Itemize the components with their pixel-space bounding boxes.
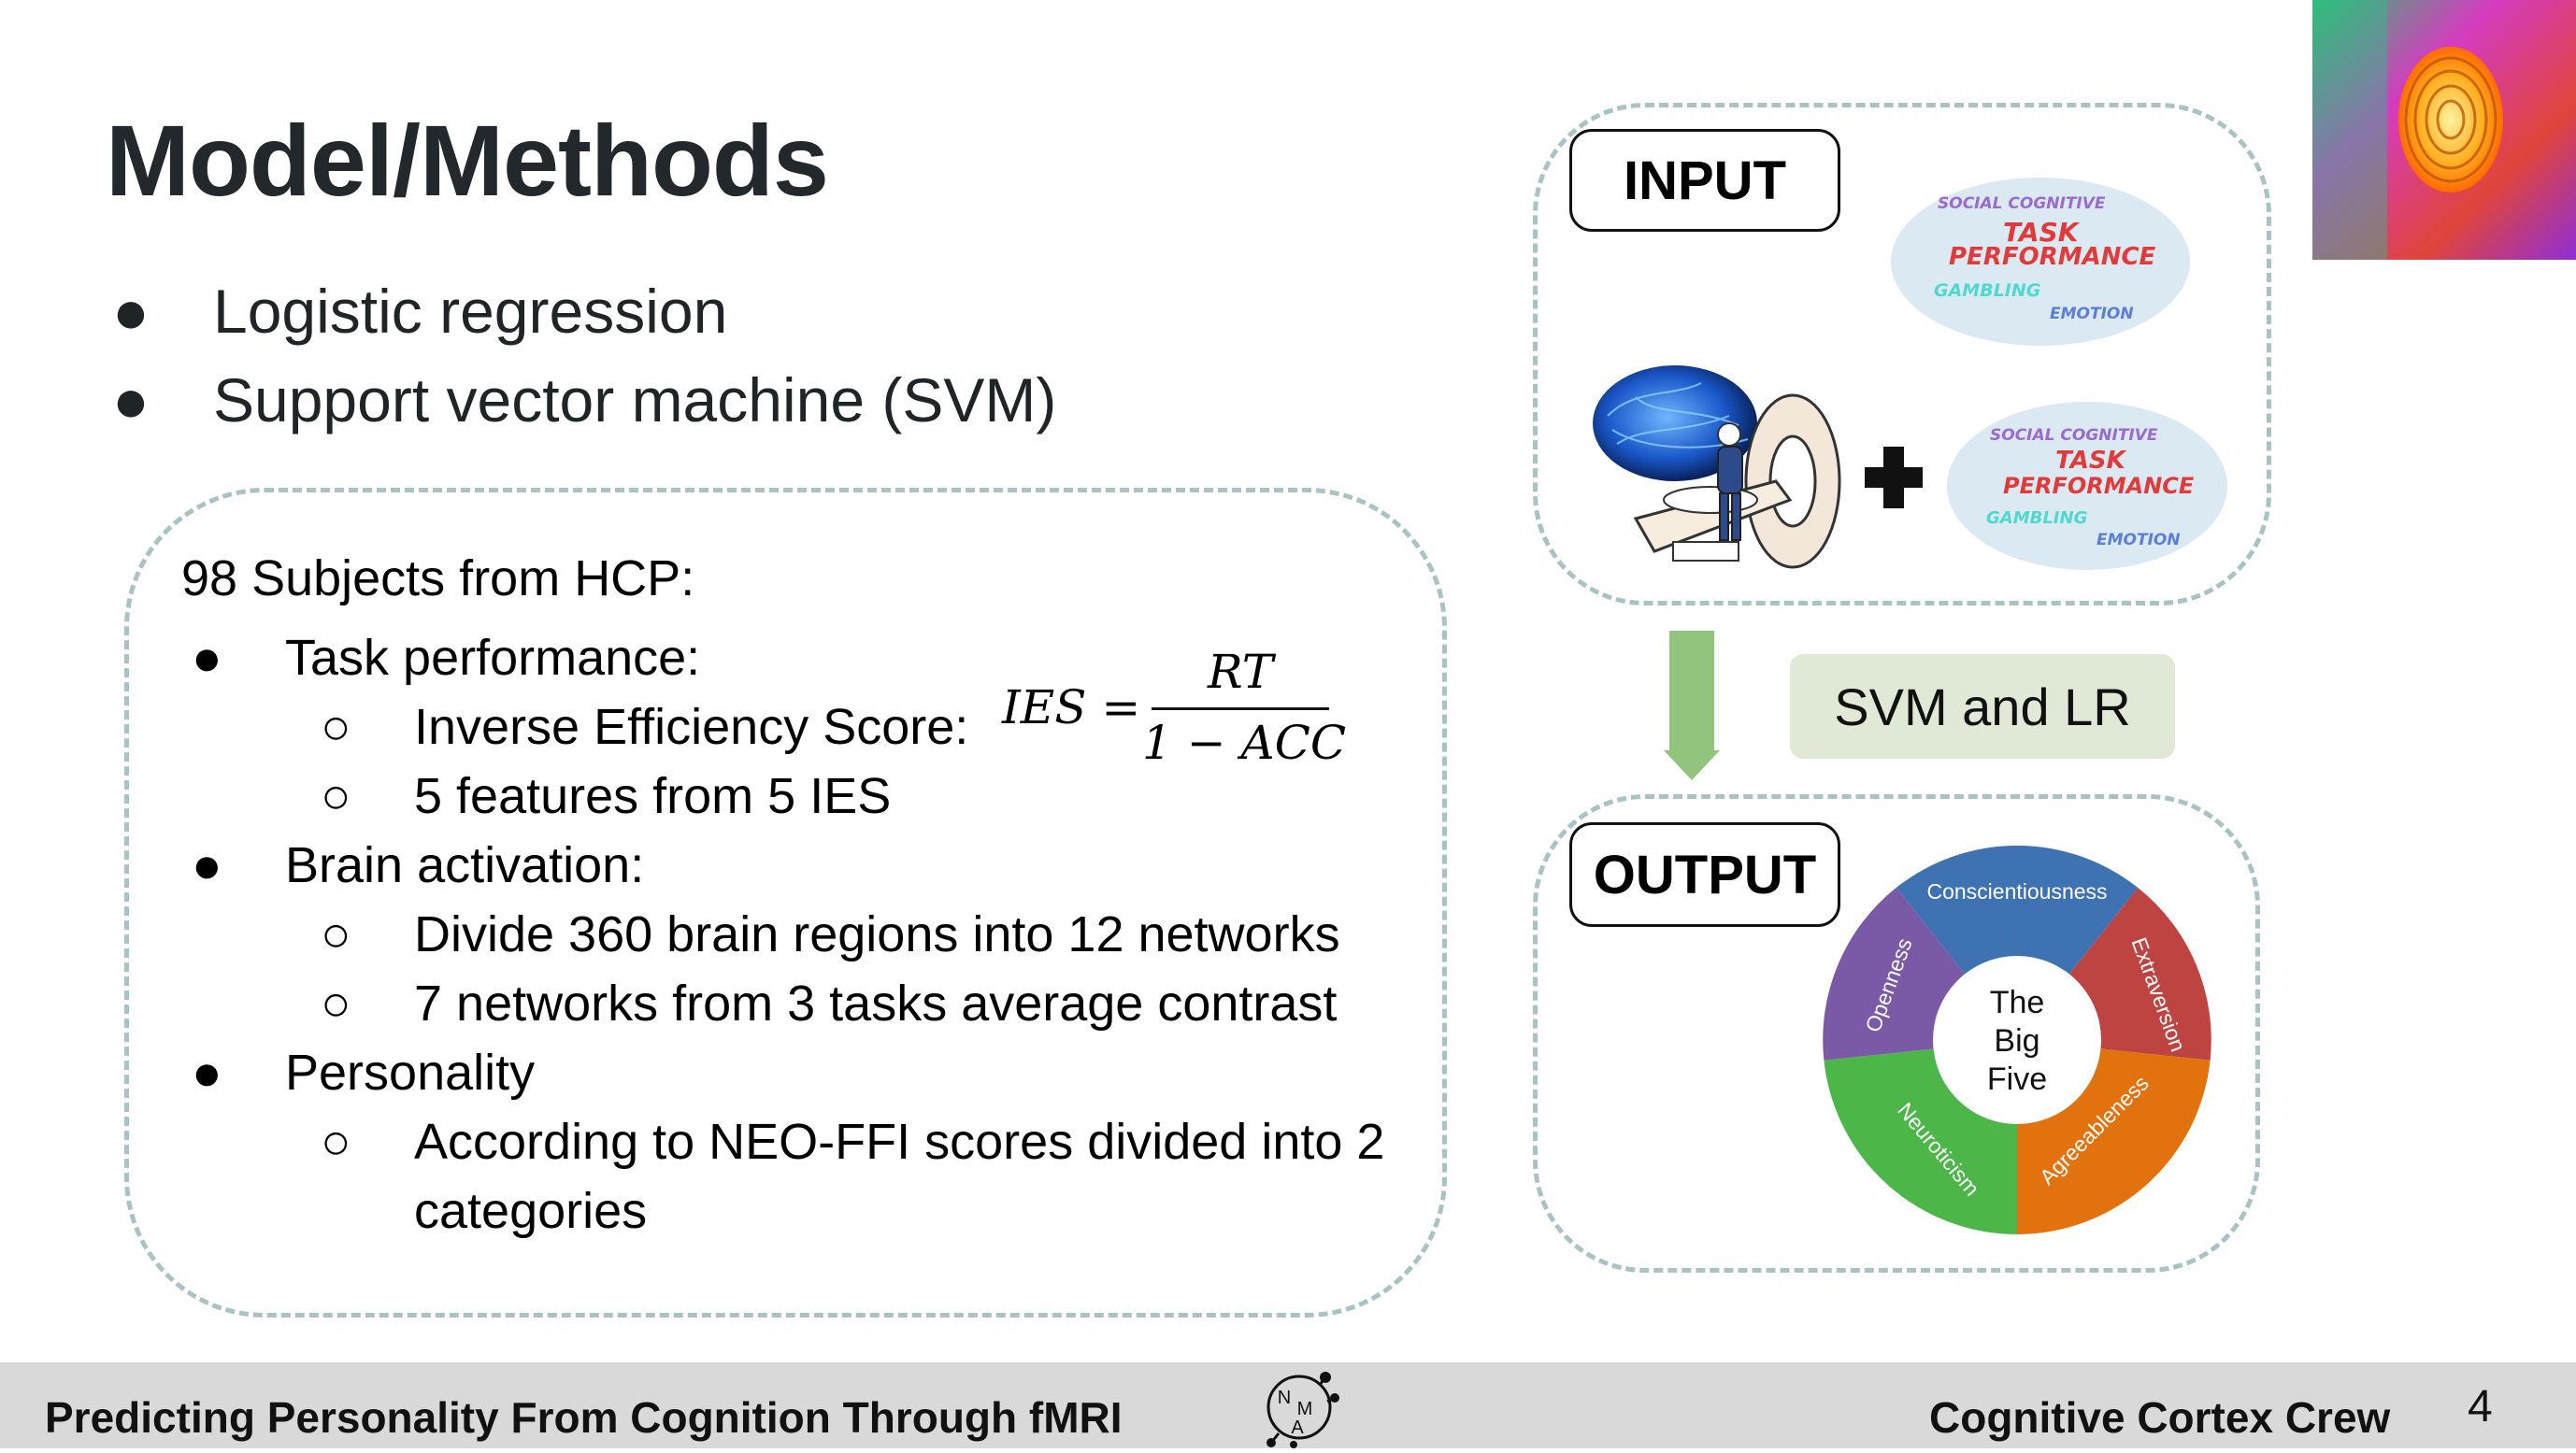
nma-logo-letter-m: M	[1297, 1399, 1313, 1419]
item-neo-ffi: According to NEO-FFI scores divided into…	[414, 1114, 1385, 1170]
item-ies: Inverse Efficiency Score:	[414, 699, 969, 755]
data-heading: 98 Subjects from HCP:	[181, 550, 695, 606]
item-divide-regions: Divide 360 brain regions into 12 network…	[414, 906, 1340, 962]
wheel-center-line-3: Five	[1987, 1061, 2047, 1097]
item-marker: ●	[192, 1045, 222, 1101]
nma-logo: N M A	[1252, 1364, 1346, 1448]
slide-title: Model/Methods	[106, 104, 829, 217]
method-label: SVM and LR	[1790, 654, 2175, 759]
item-marker: ●	[192, 630, 222, 686]
page-number: 4	[2468, 1382, 2493, 1432]
brain-mri-illustration	[1589, 360, 1869, 575]
item-task-performance: Task performance:	[285, 630, 701, 686]
bullet-text: Logistic regression	[213, 277, 728, 346]
data-description-box	[124, 488, 1447, 1318]
formula-numerator: RT	[1207, 645, 1274, 699]
cloud-task: TASK	[2055, 447, 2125, 475]
item-7-networks: 7 networks from 3 tasks average contrast	[414, 976, 1338, 1032]
wheel-center-line-1: The	[1990, 985, 2045, 1020]
cloud-emotion: EMOTION	[2050, 305, 2134, 323]
item-personality: Personality	[285, 1045, 536, 1101]
plus-icon	[1865, 447, 1923, 508]
item-marker: ○	[321, 906, 351, 962]
wheel-segment-conscientiousness	[1896, 845, 2139, 1040]
item-brain-activation: Brain activation:	[285, 837, 645, 893]
item-marker: ○	[321, 699, 351, 755]
input-panel	[1533, 103, 2271, 605]
down-arrow-icon	[1664, 631, 1720, 780]
nma-logo-letter-a: A	[1291, 1417, 1304, 1438]
cloud-social: SOCIAL COGNITIVE	[1938, 194, 2106, 213]
cloud-performance: PERFORMANCE	[1949, 243, 2156, 271]
item-marker: ●	[192, 837, 222, 893]
item-marker: ○	[321, 976, 351, 1032]
formula-denominator: 1 − ACC	[1142, 716, 1347, 770]
item-marker: ○	[321, 1114, 351, 1170]
task-performance-cloud: SOCIAL COGNITIVE TASK PERFORMANCE GAMBLI…	[1891, 178, 2190, 346]
cloud-gambling: GAMBLING	[1934, 280, 2041, 301]
input-label: INPUT	[1569, 129, 1840, 232]
bullet-marker: ●	[112, 365, 150, 434]
nma-logo-letter-n: N	[1278, 1388, 1291, 1408]
footer-bar	[0, 1362, 2576, 1448]
bullet-logistic-regression: ● Logistic regression	[112, 280, 953, 346]
formula-lhs: IES =	[1002, 680, 1141, 734]
output-panel	[1533, 794, 2260, 1273]
item-5-features: 5 features from 5 IES	[414, 768, 892, 824]
bullet-svm: ● Support vector machine (SVM)	[112, 369, 1140, 434]
task-performance-cloud-2: SOCIAL COGNITIVE TASK PERFORMANCE GAMBLI…	[1947, 402, 2227, 570]
bullet-marker: ●	[112, 277, 150, 346]
cloud-task: TASK	[2003, 217, 2079, 248]
cloud-gambling: GAMBLING	[1986, 508, 2088, 528]
formula-fraction-bar	[1152, 707, 1329, 710]
big-five-wheel: Conscientiousness Extraversion Agreeable…	[1823, 845, 2211, 1234]
cloud-performance: PERFORMANCE	[2003, 473, 2195, 499]
cloud-emotion: EMOTION	[2097, 531, 2181, 549]
wheel-label-conscientiousness: Conscientiousness	[1926, 879, 2107, 904]
item-marker: ○	[321, 768, 351, 824]
cloud-social: SOCIAL COGNITIVE	[1990, 426, 2158, 445]
footer-title: Predicting Personality From Cognition Th…	[45, 1393, 1123, 1442]
footer-team: Cognitive Cortex Crew	[1929, 1393, 2391, 1442]
fingerprint-image	[2312, 0, 2576, 260]
item-categories: categories	[414, 1183, 648, 1239]
wheel-center-line-2: Big	[1994, 1023, 2039, 1059]
output-label: OUTPUT	[1569, 822, 1840, 927]
bullet-text: Support vector machine (SVM)	[213, 365, 1057, 434]
